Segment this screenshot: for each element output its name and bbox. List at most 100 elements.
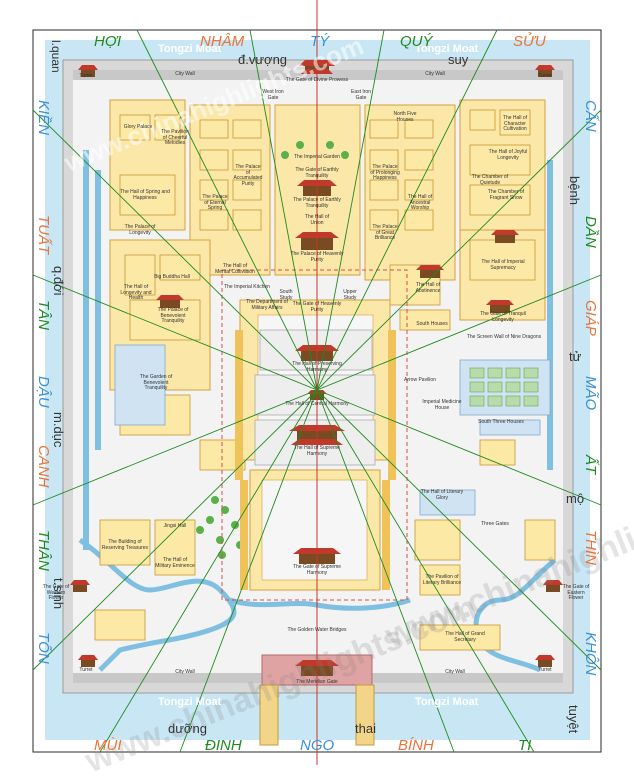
label-turret-tl: Turret — [79, 73, 93, 79]
label-gate-supreme-harmony: The Gate of Supreme Harmony — [292, 564, 342, 576]
compass-bottom-ngo: NGỌ — [300, 737, 335, 754]
label-golden-water-bridges: The Golden Water Bridges — [287, 627, 347, 633]
inner-court-boundary — [221, 269, 408, 601]
label-city-wall-bottom-r: City Wall — [445, 669, 465, 675]
label-city-wall-top-r: City Wall — [425, 71, 445, 77]
compass-top-nham: NHÂM — [200, 33, 245, 50]
label-turret-br: Turret — [538, 667, 552, 673]
label-hall-literary-glory: The Hall of Literary Glory — [420, 489, 464, 501]
label-building-treasures: The Building of Reserving Treasures — [101, 539, 149, 551]
label-north-five-houses: North Five Houses — [393, 111, 417, 123]
label-palace-earthly-tranquility: The Palace of Earthly Tranquility — [293, 197, 341, 209]
label-south-three-houses: South Three Houses — [478, 419, 524, 425]
label-garden-benevolent: The Garden of Benevolent Tranquility — [139, 374, 173, 391]
ann-m-duc: m.dục — [51, 412, 66, 448]
label-arrow-pavilion: Arrow Pavilion — [404, 377, 436, 383]
ann-thai: thai — [355, 721, 376, 736]
compass-right-at: ẤT — [582, 455, 599, 475]
label-south-houses: South Houses — [416, 321, 448, 327]
compass-bottom-mui: MÙI — [94, 737, 122, 754]
ann-duong: dưỡng — [168, 721, 207, 736]
label-meridian-gate: The Meridian Gate — [296, 679, 338, 685]
moat-label-bottom-left: Tongzi Moat — [158, 696, 222, 708]
label-hall-joyful: The Hall of Joyful Longevity — [488, 149, 528, 161]
label-palace-longevity: The Palace of Longevity — [124, 224, 156, 236]
label-turret-tr: Turret — [538, 73, 552, 79]
label-chamber-quiet: The Chamber of Fragrant Snow — [487, 189, 525, 201]
label-imperial-garden: The Imperial Garden — [294, 154, 340, 160]
ann-l-quan: l.quan — [49, 40, 63, 73]
compass-top-hoi: HỢI — [94, 33, 122, 50]
label-grand-secretary: The Hall of Grand Secretary — [445, 631, 485, 643]
forbidden-city-map — [32, 0, 602, 765]
compass-left-dau: DẬU — [35, 376, 52, 408]
compass-right-giap: GIÁP — [582, 300, 599, 336]
label-gate-divine-prowess: The Gate of Divine Prowess — [285, 77, 349, 83]
label-gate-heavenly-purity: The Gate of Heavenly Purity — [292, 301, 342, 313]
compass-left-tuat: TUẤT — [35, 215, 52, 255]
compass-right-khon: KHÔN — [582, 632, 599, 676]
compass-left-than: THÂN — [35, 530, 52, 571]
compass-left-ton: TỐN — [35, 632, 52, 664]
ann-t-sinh: t.sinh — [51, 578, 66, 610]
label-hall-supreme-harmony: The Hall of Supreme Harmony — [294, 445, 340, 457]
compass-bottom-ti: TỊ — [518, 737, 532, 754]
label-hall-ancestral: The Hall of Ancestral Worship — [407, 194, 433, 211]
label-hall-union: The Hall of Union — [304, 214, 330, 226]
label-imperial-medicine: Imperial Medicine House — [422, 399, 462, 411]
label-hall-imperial-supremacy: The Hall of Imperial Supremacy — [481, 259, 525, 271]
label-east-glorious-gate: The Gate of Eastern Flower — [562, 584, 590, 601]
compass-top-ty: TÝ — [310, 33, 330, 50]
label-palace-heavenly-purity: The Palace of Heavenly Purity — [290, 251, 344, 263]
label-turret-bl: Turret — [79, 667, 93, 673]
ann-benh: bệnh — [567, 176, 582, 205]
compass-left-tan: TÂN — [35, 300, 52, 330]
feng-shui-lines — [32, 29, 602, 753]
label-military-affairs: The Department of Military Affairs — [246, 299, 288, 311]
label-pavilion-cheerful: The Pavilion of Cheerful Melodies — [161, 129, 189, 146]
label-west-glorious-gate: The Gate of Western Flower — [42, 584, 70, 601]
compass-right-dan: DẦN — [582, 216, 599, 248]
label-hall-longevity-health: The Hall of Longevity and Health — [120, 284, 152, 301]
compass-left-canh: CANH — [35, 445, 52, 488]
label-imperial-kitchen: The Imperial Kitchen — [224, 284, 270, 290]
label-gate-tranquil-longevity: The Gate of Tranquil Longevity — [480, 311, 526, 323]
label-palace-accumulated: The Palace of Accumulated Purity — [233, 164, 263, 187]
label-hall-military-eminence: The Hall of Military Eminence — [155, 557, 195, 569]
ann-tu: tử — [569, 349, 582, 364]
label-palace-great-brilliance: The Palace of Great Brilliance — [372, 224, 398, 241]
ann-mo: mộ — [566, 491, 585, 506]
label-south-study: South Study — [279, 289, 293, 301]
label-big-buddha-hall: Big Buddha Hall — [154, 274, 190, 280]
label-hall-character: The Hall of Character Cultivation — [502, 115, 528, 132]
compass-top-suu: SỬU — [513, 33, 546, 50]
label-hall-central-harmony: The Hall of Central Harmony — [285, 401, 349, 407]
label-literary-brilliance: The Pavilion of Literary Brilliance — [422, 574, 462, 586]
label-hall-preserving-harmony: The Hall of Preserving Harmony — [292, 361, 342, 373]
compass-bottom-binh: BÍNH — [398, 737, 434, 754]
label-chamber-quietude: The Chamber of Quietude — [471, 174, 509, 186]
label-city-wall-top-l: City Wall — [175, 71, 195, 77]
compass-right-thin: THÌN — [582, 530, 599, 565]
label-east-iron-gate: East Iron Gate — [350, 89, 371, 101]
compass-bottom-dinh: ĐINH — [205, 737, 242, 754]
label-gate-earthly-tranquility: The Gate of Earthly Tranquility — [295, 167, 339, 179]
moat-label-top-left: Tongzi Moat — [158, 43, 222, 55]
ann-d-vuong: đ.vượng — [238, 52, 288, 67]
label-jingsi-hall: Jingsi Hall — [163, 523, 187, 529]
compass-right-can: CẤN — [582, 100, 599, 132]
moat-label-top-right: Tongzi Moat — [415, 43, 479, 55]
label-palace-prolonging: The Palace of Prolonging Happiness — [370, 164, 400, 181]
label-screen-wall: The Screen Wall of Nine Dragons — [466, 334, 542, 340]
ann-tuyet: tuyệt — [566, 705, 581, 734]
label-palace-eternal-spring: The Palace of Eternal Spring — [202, 194, 228, 211]
label-palace-benevolent: The Palace of Benevolent Tranquility — [157, 307, 189, 324]
ann-q-doi: q.đới — [51, 266, 66, 296]
ann-suy: suy — [448, 52, 469, 67]
label-glory-palace: Glory Palace — [123, 124, 153, 130]
label-three-gates: Three Gates — [481, 521, 509, 527]
label-hall-abstinence: The Hall of Abstinence — [415, 282, 441, 294]
label-city-wall-bottom-l: City Wall — [175, 669, 195, 675]
label-hall-spring-happiness: The Hall of Spring and Happiness — [120, 189, 170, 201]
compass-right-mao: MÃO — [582, 376, 599, 411]
